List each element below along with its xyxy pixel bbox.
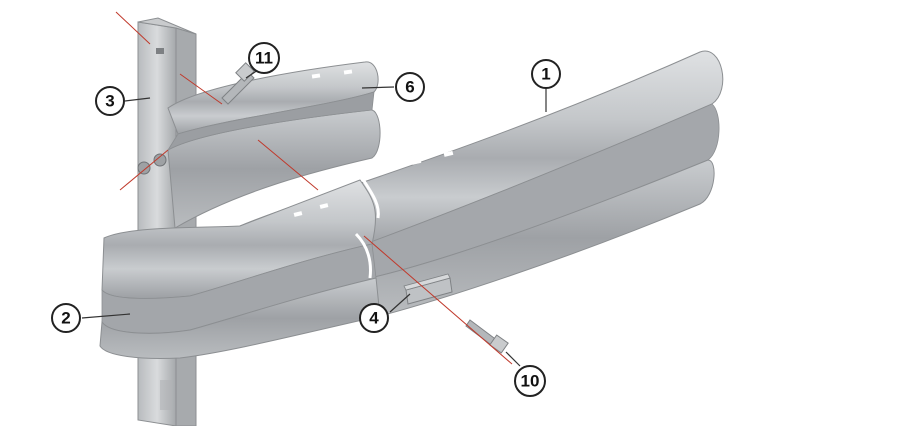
curved-rail xyxy=(99,177,381,359)
callout-1: 1 xyxy=(531,59,561,89)
callout-6: 6 xyxy=(395,72,425,102)
callout-6-label: 6 xyxy=(405,78,414,97)
bolt xyxy=(465,319,509,354)
callout-3-label: 3 xyxy=(105,92,114,111)
callout-3: 3 xyxy=(95,86,125,116)
callout-11-label: 11 xyxy=(255,49,273,68)
callout-10: 10 xyxy=(514,365,546,397)
backing-plate xyxy=(403,273,453,305)
callout-4: 4 xyxy=(359,303,389,333)
upper-rail xyxy=(167,61,381,229)
callout-4-label: 4 xyxy=(369,309,379,328)
callout-10-label: 10 xyxy=(521,372,540,391)
callout-1-label: 1 xyxy=(541,65,550,84)
callout-2-label: 2 xyxy=(61,309,70,328)
callout-2: 2 xyxy=(51,303,81,333)
post-bolts xyxy=(137,62,255,175)
assembly-lines xyxy=(115,11,513,365)
leader-lines xyxy=(81,69,547,367)
callout-11: 11 xyxy=(248,42,280,74)
